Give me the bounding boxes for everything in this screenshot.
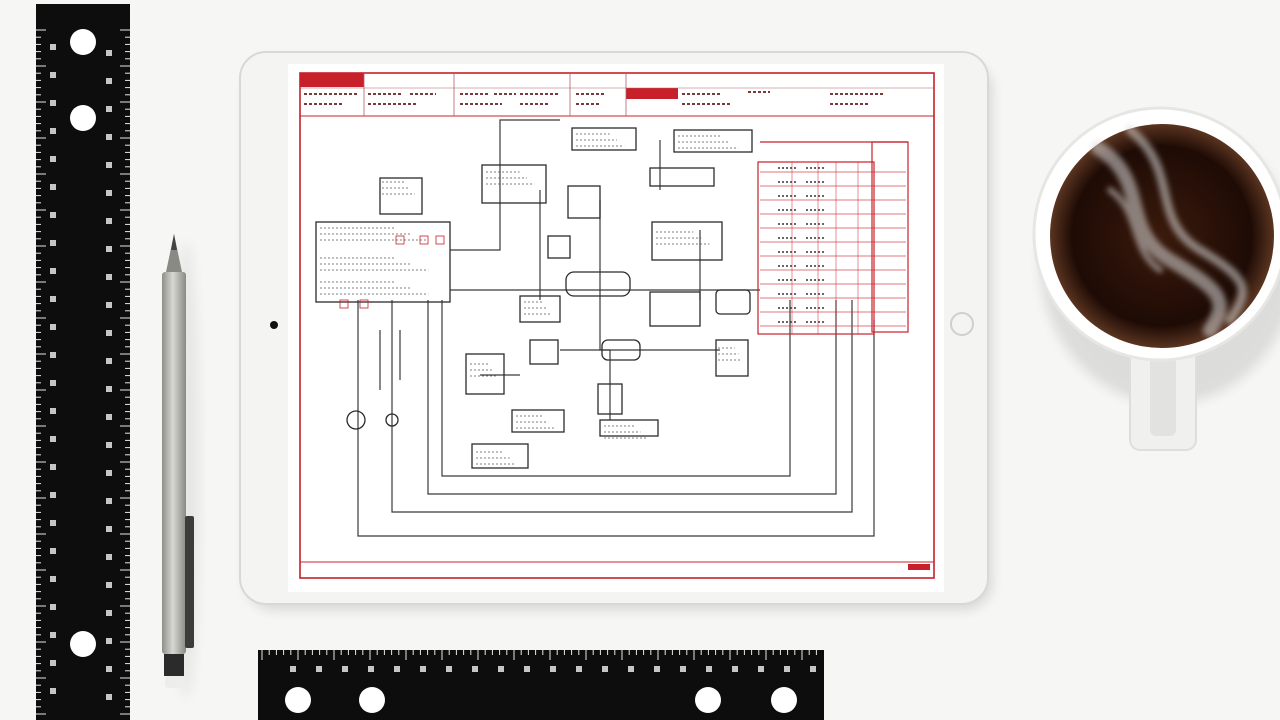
pencil bbox=[162, 234, 200, 700]
camera-dot bbox=[270, 321, 278, 329]
component-detail-marks bbox=[320, 133, 743, 465]
coffee bbox=[1050, 124, 1274, 348]
tablet bbox=[239, 51, 992, 610]
title-block-text-marks bbox=[304, 91, 884, 105]
ruler-ticks bbox=[261, 650, 817, 672]
pencil-clip bbox=[185, 516, 194, 648]
ruler-holes bbox=[285, 687, 797, 713]
horizontal-ruler bbox=[258, 650, 824, 720]
title-block bbox=[299, 72, 935, 117]
ruler-ticks bbox=[36, 29, 130, 715]
pencil-tip bbox=[166, 234, 182, 272]
terminal-block bbox=[757, 141, 909, 335]
coffee-cup bbox=[1032, 106, 1280, 451]
home-button bbox=[950, 312, 974, 336]
vertical-ruler bbox=[36, 4, 130, 720]
tablet-screen bbox=[288, 64, 944, 592]
steam bbox=[1091, 125, 1247, 337]
ruler-holes bbox=[70, 29, 96, 657]
components bbox=[315, 127, 753, 469]
terminal-rows bbox=[760, 162, 906, 334]
schematic-drawing bbox=[299, 72, 935, 579]
main-block bbox=[315, 221, 451, 303]
pencil-eraser bbox=[165, 676, 183, 688]
wiring bbox=[357, 119, 875, 537]
